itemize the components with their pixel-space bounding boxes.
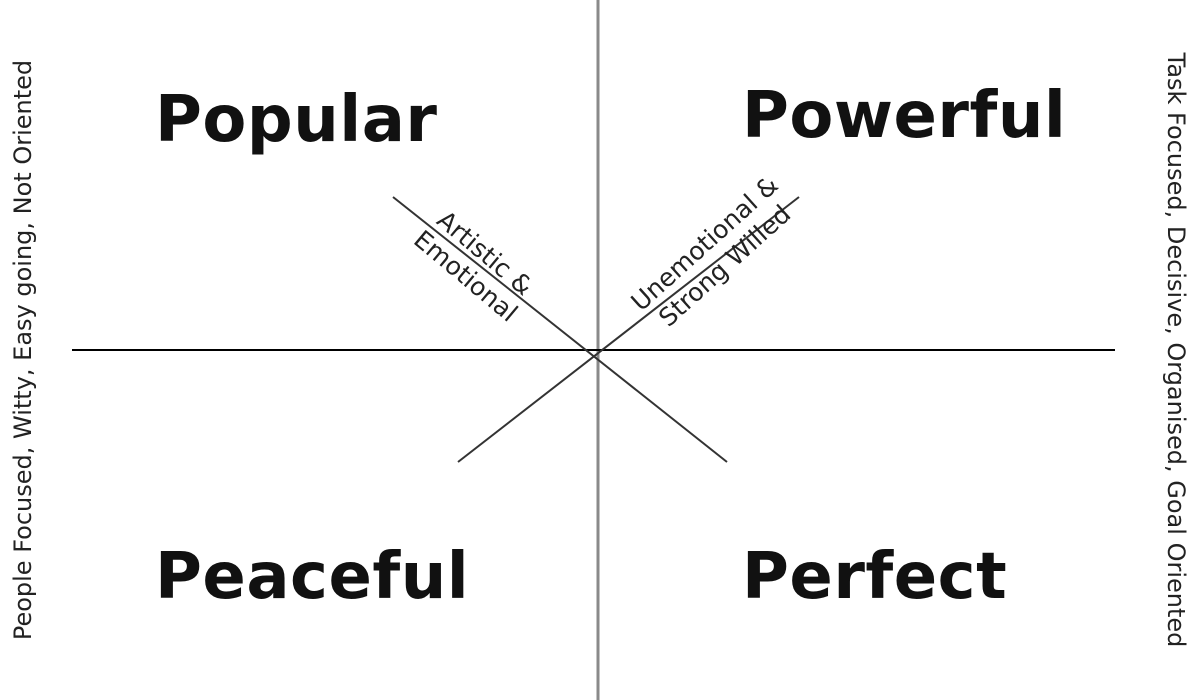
diagonal-artistic-line (392, 196, 728, 463)
quadrant-title-perfect: Perfect (742, 540, 1008, 614)
quadrant-title-peaceful: Peaceful (155, 540, 470, 614)
diagonal-unemotional-line (457, 196, 800, 463)
quadrant-title-popular: Popular (155, 83, 438, 157)
side-label-task-focused: Task Focused, Decisive, Organised, Goal … (1162, 52, 1190, 648)
quadrant-title-powerful: Powerful (742, 79, 1067, 153)
side-label-people-focused: People Focused, Witty, Easy going, Not O… (9, 59, 37, 641)
